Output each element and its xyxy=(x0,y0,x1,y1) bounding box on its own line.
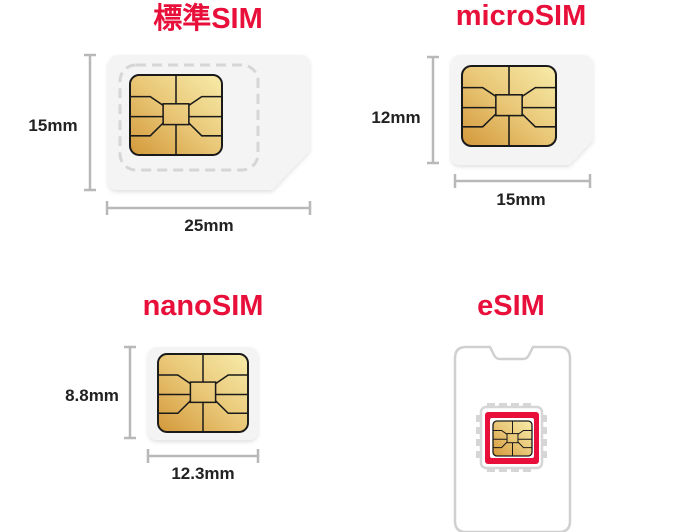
height-bracket xyxy=(84,53,96,192)
standard-sim-title: 標準SIM xyxy=(153,1,263,35)
sim-chip-icon xyxy=(460,64,558,148)
cut-guide-dashed xyxy=(118,63,260,172)
standard-width-label: 25mm xyxy=(184,216,233,235)
sim-chip-icon xyxy=(129,74,223,156)
sim-chip-icon xyxy=(492,420,533,457)
width-bracket xyxy=(105,201,312,215)
nano-sim-section: nanoSIM 8.8mm 12.3mm xyxy=(65,290,263,483)
standard-height-label: 15mm xyxy=(28,116,77,135)
height-bracket xyxy=(124,345,136,440)
standard-sim-section: 標準SIM 15mm 25mm xyxy=(28,1,312,235)
esim-title: eSIM xyxy=(477,290,545,322)
width-bracket xyxy=(453,174,592,188)
micro-height-label: 12mm xyxy=(371,108,420,127)
smartphone-icon xyxy=(453,345,572,532)
micro-sim-section: microSIM 12mm 15mm xyxy=(371,0,593,209)
sim-chip-icon xyxy=(157,353,249,433)
micro-width-label: 15mm xyxy=(496,190,545,209)
nano-height-label: 8.8mm xyxy=(65,386,119,405)
micro-sim-title: microSIM xyxy=(456,0,587,32)
embedded-chip-icon xyxy=(476,403,547,472)
esim-section: eSIM xyxy=(453,290,572,532)
nano-width-label: 12.3mm xyxy=(171,464,234,483)
height-bracket xyxy=(427,55,439,165)
width-bracket xyxy=(146,449,260,463)
nano-sim-title: nanoSIM xyxy=(143,290,264,322)
